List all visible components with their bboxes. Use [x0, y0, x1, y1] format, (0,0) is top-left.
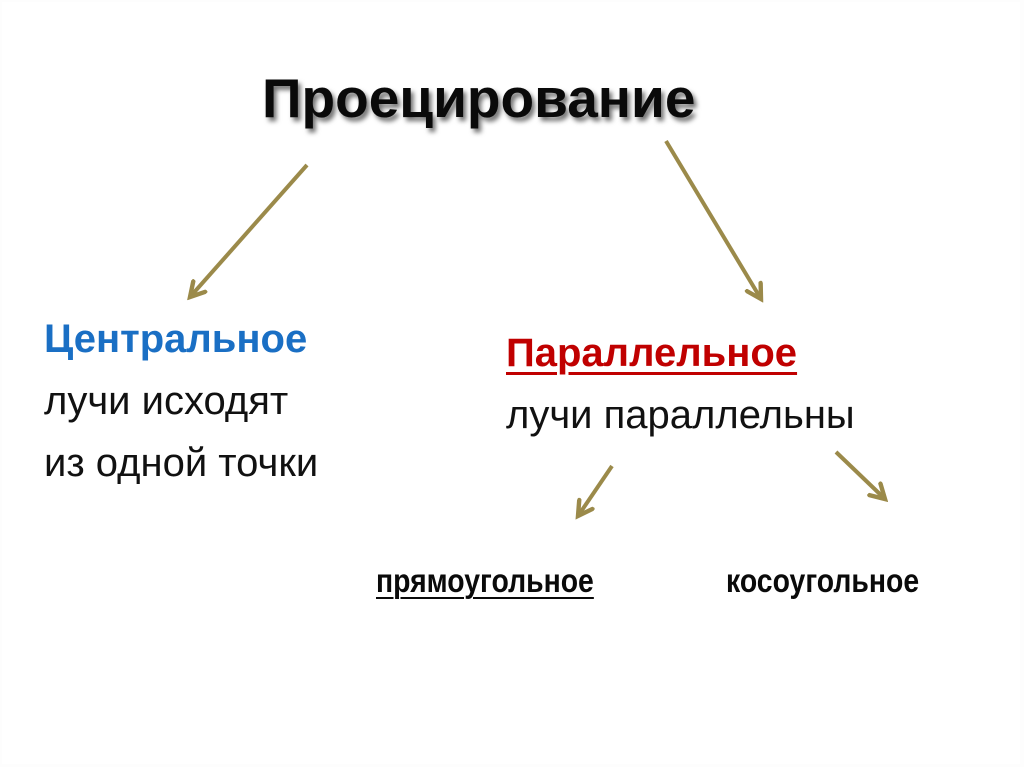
central-heading: Центральное: [44, 317, 308, 361]
parallel-description-line1: лучи параллельны: [506, 393, 855, 437]
central-projection-block: Центральное лучи исходят из одной точки: [44, 308, 318, 494]
parallel-heading: Параллельное: [506, 331, 798, 375]
oblique-projection-label: косоугольное: [726, 562, 920, 599]
diagram-title: Проецирование: [262, 67, 696, 129]
central-description-line1: лучи исходят: [44, 379, 289, 423]
parallel-projection-block: Параллельное лучи параллельны: [506, 322, 855, 446]
rectangular-projection-label: прямоугольное: [376, 562, 594, 599]
central-description-line2: из одной точки: [44, 441, 319, 485]
